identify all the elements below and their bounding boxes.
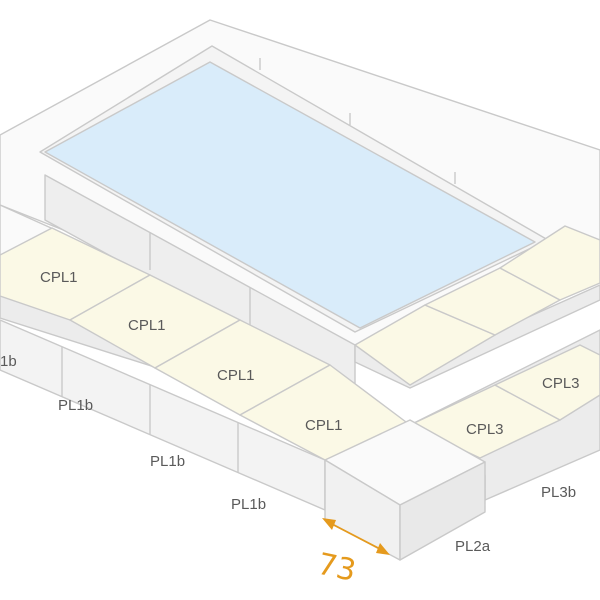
coping-slab (499, 225, 600, 301)
coping-slab-cpl3 (494, 344, 600, 421)
surround-joints (149, 58, 456, 325)
label-cpl1: CPL1 (217, 367, 255, 384)
pool-water (44, 61, 536, 329)
label-pl3b: PL3b (541, 484, 576, 501)
label-pl1b: PL1b (58, 397, 93, 414)
dimension-value: 73 (314, 547, 359, 589)
label-cpl3: CPL3 (466, 421, 504, 438)
corner-block-pl2a (324, 419, 486, 561)
label-cpl3: CPL3 (542, 375, 580, 392)
label-pl2a: PL2a (455, 538, 491, 555)
coping-row-cpl1 (0, 227, 411, 461)
coping-row-right-upper (354, 225, 600, 386)
dimension-arrow (322, 518, 390, 555)
label-cpl1: CPL1 (305, 417, 343, 434)
label-pl1b: PL1b (231, 496, 266, 513)
label-pl1b: PL1b (150, 453, 185, 470)
label-pl1b: 1b (0, 353, 17, 370)
base-stone-joints (61, 347, 239, 473)
label-cpl1: CPL1 (40, 269, 78, 286)
label-cpl1: CPL1 (128, 317, 166, 334)
